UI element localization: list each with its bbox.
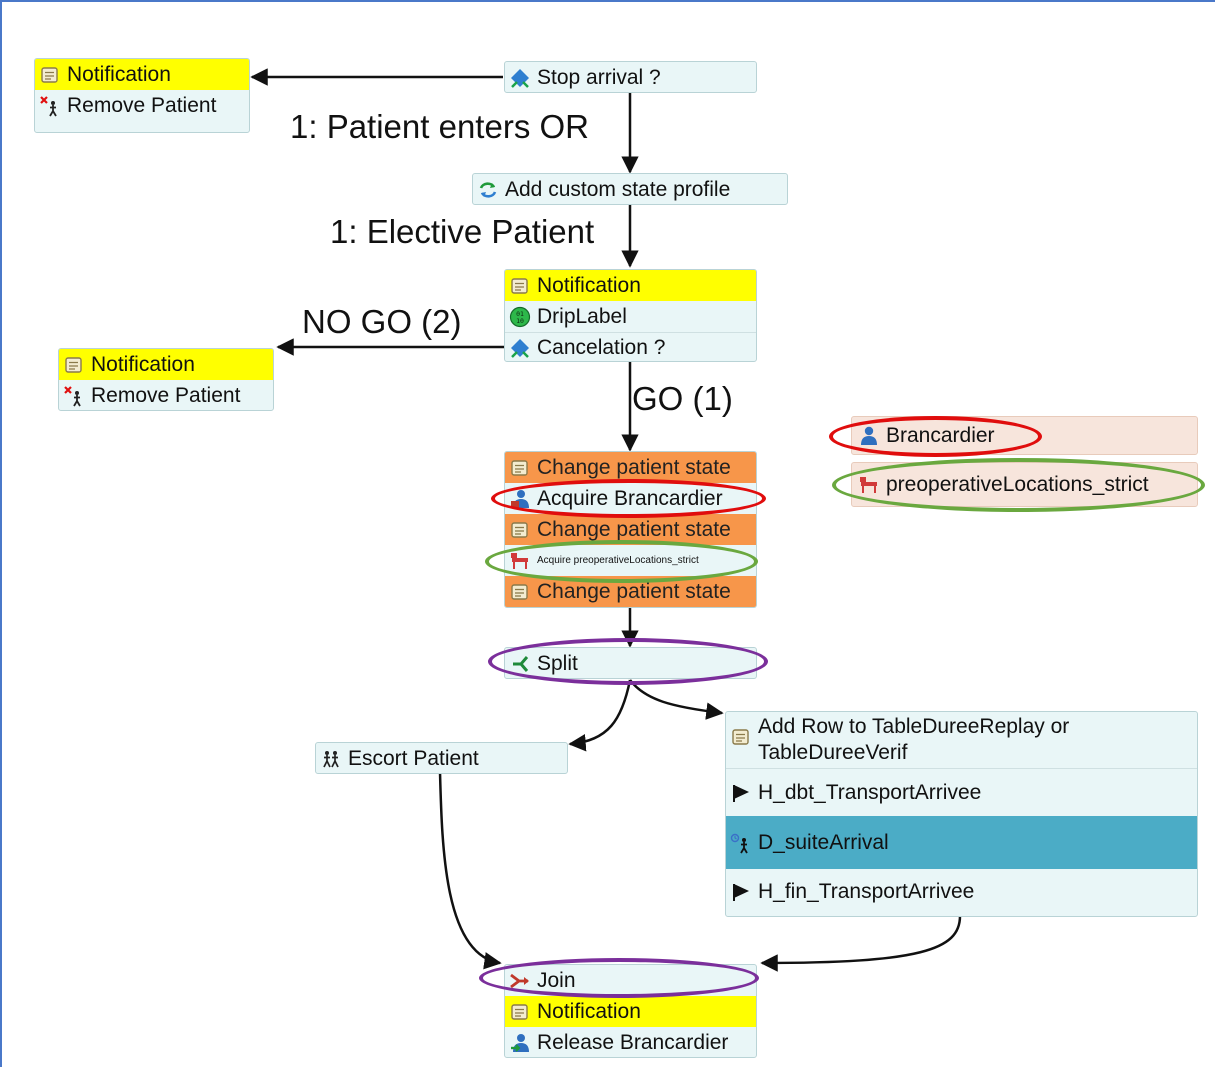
add-row-row[interactable]: Add Row to TableDureeReplay or TableDure… [726,712,1197,768]
row-label: Remove Patient [91,383,241,407]
edge-label-patient-enters-or: 1: Patient enters OR [290,108,589,145]
resource-label: preoperativeLocations_strict [886,472,1149,496]
scroll-icon [509,457,531,479]
decision-icon [509,337,531,359]
row-label: DripLabel [537,304,627,328]
join-row[interactable]: Join [505,965,756,996]
notification-row[interactable]: Notification [505,996,756,1027]
escort-patient-block[interactable]: Escort Patient [315,742,568,774]
row-label: Cancelation ? [537,336,666,359]
stop-arrival-block[interactable]: Stop arrival ? [504,61,757,93]
cancelation-row[interactable]: Cancelation ? [505,332,756,361]
row-label: Escort Patient [348,746,479,770]
edge-label-elective-patient: 1: Elective Patient [330,213,595,250]
add-custom-state-block[interactable]: Add custom state profile [472,173,788,205]
row-label: Stop arrival ? [537,65,661,89]
svg-text:01: 01 [516,310,524,318]
acquire-location-icon [509,550,531,572]
release-brancardier-row[interactable]: Release Brancardier [505,1027,756,1057]
h-dbt-row[interactable]: H_dbt_TransportArrivee [726,768,1197,816]
notification-row[interactable]: Notification [505,270,756,301]
remove-patient-row[interactable]: Remove Patient [35,90,249,121]
row-label: Add Row to TableDureeReplay or TableDure… [758,715,1070,764]
split-icon [509,653,531,675]
scroll-icon [730,726,752,748]
edge-label-go: GO (1) [632,380,733,417]
row-label: Notification [537,273,641,297]
notification-row[interactable]: Notification [59,349,273,380]
row-label: Change patient state [537,517,731,541]
notification-block-top[interactable]: Notification Remove Patient [34,58,250,133]
scroll-icon [509,275,531,297]
change-state-row-2[interactable]: Change patient state [505,514,756,545]
row-label: Remove Patient [67,93,217,117]
row-label: Change patient state [537,579,731,603]
flag-icon [730,881,752,903]
edge-label-no-go: NO GO (2) [302,303,462,340]
resource-label: Brancardier [886,423,995,447]
resource-locations[interactable]: preoperativeLocations_strict [851,462,1198,507]
split-block[interactable]: Split [504,647,757,679]
remove-patient-icon [39,95,61,117]
scroll-icon [39,64,61,86]
acquire-resources-block[interactable]: Change patient state Acquire Brancardier… [504,451,757,608]
escort-icon [320,748,342,770]
row-label: Notification [537,999,641,1023]
delay-patient-icon [730,832,752,854]
split-row[interactable]: Split [505,648,756,678]
row-label: D_suiteArrival [758,830,889,854]
notification-row[interactable]: Notification [35,59,249,90]
d-suite-arrival-row[interactable]: D_suiteArrival [726,816,1197,869]
change-state-row-3[interactable]: Change patient state [505,576,756,607]
release-staff-icon [509,1032,531,1054]
resource-brancardier[interactable]: Brancardier [851,416,1198,455]
row-label: Acquire preoperativeLocations_strict [537,555,699,566]
row-label: Notification [91,352,195,376]
row-label: H_fin_TransportArrivee [758,880,975,903]
row-label: Release Brancardier [537,1030,729,1054]
flag-icon [730,782,752,804]
acquire-staff-icon [509,488,531,510]
change-state-row-1[interactable]: Change patient state [505,452,756,483]
row-label: Acquire Brancardier [537,486,723,510]
remove-patient-icon [63,385,85,407]
row-label: Join [537,968,576,992]
staff-icon [858,425,880,447]
row-label: Add custom state profile [505,177,731,201]
acquire-locations-row[interactable]: Acquire preoperativeLocations_strict [505,545,756,576]
acquire-brancardier-row[interactable]: Acquire Brancardier [505,483,756,514]
escort-patient-row[interactable]: Escort Patient [316,743,567,773]
location-icon [858,474,880,496]
notification-block-left[interactable]: Notification Remove Patient [58,348,274,411]
join-block[interactable]: Join Notification Release Brancardier [504,964,757,1058]
decision-icon [509,67,531,89]
scroll-icon [509,1001,531,1023]
row-label: Change patient state [537,455,731,479]
refresh-icon [477,179,499,201]
scroll-icon [63,354,85,376]
add-custom-state-row[interactable]: Add custom state profile [473,174,787,204]
stop-arrival-row[interactable]: Stop arrival ? [505,62,756,92]
timing-block[interactable]: Add Row to TableDureeReplay or TableDure… [725,711,1198,917]
row-label: Notification [67,62,171,86]
scroll-icon [509,519,531,541]
scroll-icon [509,581,531,603]
remove-patient-row[interactable]: Remove Patient [59,380,273,410]
svg-text:10: 10 [516,317,524,325]
row-label: Split [537,651,578,675]
h-fin-row[interactable]: H_fin_TransportArrivee [726,869,1197,915]
row-label: H_dbt_TransportArrivee [758,780,982,804]
join-icon [509,970,531,992]
